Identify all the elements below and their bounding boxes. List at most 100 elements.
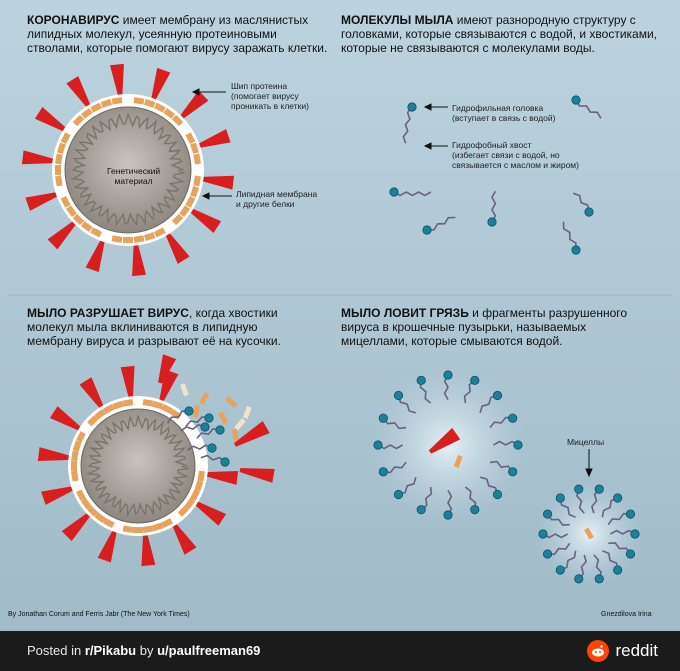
lipid-block xyxy=(112,400,124,410)
text-line: вируса в крошечные пузырьки, называемых xyxy=(341,320,587,334)
soap-tail xyxy=(601,497,618,518)
lipid-block xyxy=(190,489,200,501)
lipid-block xyxy=(133,97,145,105)
soap-head xyxy=(594,574,604,584)
soap-tail xyxy=(180,423,206,432)
soap-head xyxy=(574,574,584,584)
soap-tail xyxy=(464,486,477,510)
soap-head xyxy=(513,440,523,450)
lipid-block xyxy=(55,165,61,175)
lipid-block xyxy=(171,114,184,127)
lipid-block xyxy=(57,185,66,198)
label-line: (вступает в связь с водой) xyxy=(452,113,556,123)
panel-coronavirus-text: КОРОНАВИРУС имеет мембрану из маслянисты… xyxy=(27,13,337,55)
lipid-block xyxy=(94,408,107,420)
lipid-block xyxy=(76,489,86,501)
coronavirus-intact xyxy=(21,63,235,277)
lipid-block xyxy=(72,480,82,492)
label-line: Липидная мембрана xyxy=(236,189,318,199)
lipid-block xyxy=(60,195,71,208)
soap-tail xyxy=(383,461,407,474)
label-line: Гидрофильная головка xyxy=(452,103,544,113)
soap-tail xyxy=(547,542,571,556)
lipid-block xyxy=(72,213,85,226)
lipid-block xyxy=(103,518,115,528)
soap-tail xyxy=(402,106,413,144)
spike xyxy=(151,67,171,102)
membrane-fragment xyxy=(453,454,463,468)
soap-head xyxy=(215,425,225,435)
lipid-block xyxy=(55,175,63,187)
soap-head xyxy=(470,375,480,385)
lipid-block xyxy=(72,114,85,127)
soap-tail xyxy=(593,554,602,580)
soap-head xyxy=(443,370,453,380)
spike xyxy=(61,512,91,542)
posted-info: Posted in r/Pikabu by u/paulfreeman69 xyxy=(27,643,260,658)
soap-tail xyxy=(559,497,576,518)
lipid-block xyxy=(72,440,82,452)
subreddit-link[interactable]: r/Pikabu xyxy=(84,643,137,658)
spike xyxy=(234,420,270,447)
lipid-block xyxy=(90,227,103,238)
lipid-block xyxy=(171,213,184,226)
label-line: Гидрофобный хвост xyxy=(452,140,532,150)
soap-tail xyxy=(493,440,519,446)
reddit-footer: Posted in r/Pikabu by u/paulfreeman69 re… xyxy=(0,631,680,671)
spike xyxy=(34,107,67,132)
lipid-block xyxy=(133,399,143,405)
text-line: мицеллами, которые смываются водой. xyxy=(341,334,563,348)
membrane-fragment xyxy=(584,527,594,540)
soap-tail xyxy=(382,417,407,430)
lead-coronavirus: КОРОНАВИРУС xyxy=(27,13,120,27)
label-line: (помогает вирусу xyxy=(231,91,299,101)
lead-destroy: МЫЛО РАЗРУШАЕТ ВИРУС xyxy=(27,306,189,320)
soap-molecules-group xyxy=(389,95,602,255)
soap-tail xyxy=(447,490,453,516)
lipid-block xyxy=(81,108,93,119)
spike xyxy=(141,533,156,567)
soap-head xyxy=(542,549,553,559)
lipid-block xyxy=(190,142,199,155)
soap-tail xyxy=(491,190,497,223)
lipid-block xyxy=(142,399,154,407)
lipid-block xyxy=(81,221,93,232)
soap-head xyxy=(378,467,388,477)
spike xyxy=(201,175,235,190)
user-link[interactable]: u/paulfreeman69 xyxy=(157,643,261,658)
label-spike: Шип протеина (помогает вирусу проникать … xyxy=(231,81,309,111)
label-head: Гидрофильная головка (вступает в связь с… xyxy=(452,103,555,123)
reddit-logo[interactable]: reddit xyxy=(587,640,658,662)
spike xyxy=(21,150,55,165)
soap-head xyxy=(630,529,640,539)
soap-tail xyxy=(167,410,190,424)
soap-head xyxy=(389,187,399,197)
lipid-block xyxy=(163,108,175,119)
lipid-block xyxy=(163,221,175,232)
genetic-material xyxy=(70,111,186,227)
text-line: головками, которые связываются с водой, … xyxy=(341,27,658,41)
soap-head xyxy=(407,102,417,112)
membrane-fragment xyxy=(234,418,246,431)
soap-head xyxy=(373,440,383,450)
label-line: связывается с маслом и жиром) xyxy=(452,160,579,170)
label-line: Генетический xyxy=(107,166,161,176)
label-line: (избегает связи с водой, но xyxy=(452,150,560,160)
lipid-block xyxy=(80,422,92,435)
text-line: и фрагменты разрушенного xyxy=(468,306,628,320)
spike xyxy=(197,129,231,148)
membrane-fragment xyxy=(179,383,189,397)
credit-right: Gnezdilova Irina xyxy=(601,611,652,618)
soap-tail xyxy=(610,529,636,535)
soap-head xyxy=(571,95,581,105)
panel-soap-text: МОЛЕКУЛЫ МЫЛА имеют разнородную структур… xyxy=(341,13,671,55)
lipid-block xyxy=(161,404,173,414)
spike xyxy=(194,500,227,526)
soap-tail xyxy=(572,192,590,213)
spike xyxy=(79,377,104,410)
soap-head xyxy=(416,505,426,515)
lead-soap: МОЛЕКУЛЫ МЫЛА xyxy=(341,13,454,27)
spike xyxy=(109,63,124,97)
lipid-block xyxy=(153,102,166,113)
